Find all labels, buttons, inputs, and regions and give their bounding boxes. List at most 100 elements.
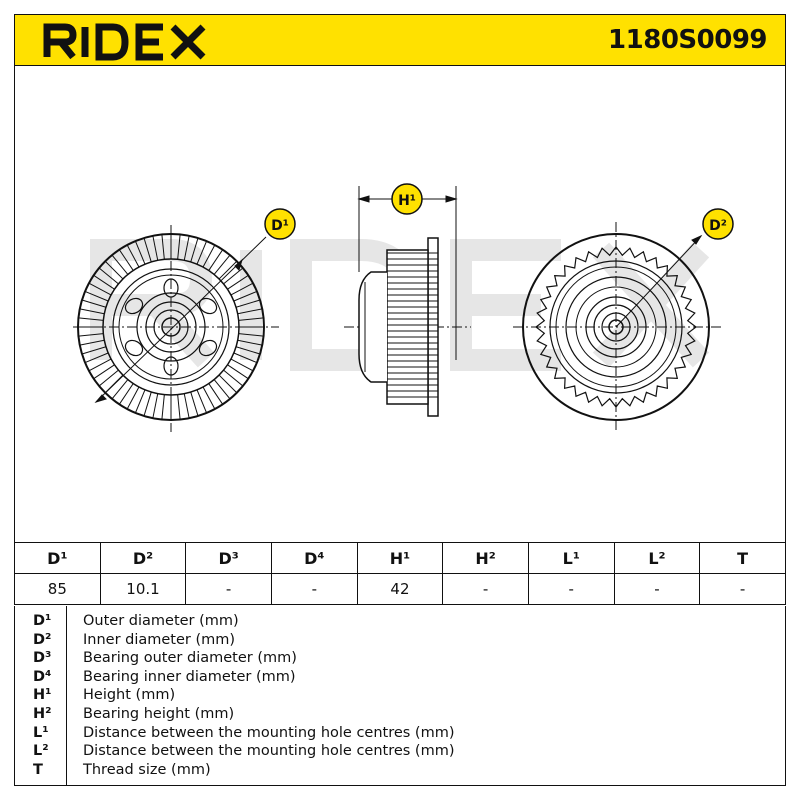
gear-tooth (88, 358, 112, 372)
legend-code: L¹ (33, 724, 49, 741)
legend: D¹ Outer diameter (mm) D² Inner diameter… (14, 606, 786, 786)
legend-description: Distance between the mounting hole centr… (83, 724, 455, 741)
gear-tooth (238, 333, 264, 337)
legend-description: Height (mm) (83, 687, 176, 704)
back-view (513, 222, 721, 432)
gear-tooth (81, 299, 107, 308)
header-cell: T (699, 542, 786, 574)
gear-tooth (93, 274, 115, 290)
gear-tooth (152, 235, 159, 261)
gear-tooth (143, 237, 152, 263)
value-cell: - (442, 573, 529, 605)
callout-d1: D¹ (264, 208, 296, 240)
gear-tooth (161, 234, 165, 260)
svg-text:D¹: D¹ (271, 218, 289, 234)
header-cell: H² (442, 542, 529, 574)
technical-drawing: D¹ H¹ D² (73, 183, 734, 432)
gear-tooth (134, 389, 146, 414)
header-cell: D⁴ (270, 542, 358, 574)
dimension-table: D¹ D² D³ D⁴ H¹ H² L¹ L² T 85 10.1 - - 42… (14, 542, 786, 605)
gear-tooth (190, 391, 199, 417)
legend-description: Outer diameter (mm) (83, 613, 239, 629)
value-cell: - (613, 573, 701, 605)
legend-item: D² Inner diameter (mm) (15, 631, 785, 650)
legend-item: H¹ Height (mm) (15, 686, 785, 705)
value-cell: - (270, 573, 358, 605)
legend-code: D¹ (33, 613, 52, 629)
callout-d2: D² (702, 208, 734, 240)
legend-description: Bearing outer diameter (mm) (83, 650, 297, 667)
drawing-area: D¹ H¹ D² (14, 66, 786, 542)
gear-tooth (227, 364, 249, 380)
gear-tooth (118, 249, 134, 271)
gear-tooth (126, 244, 140, 268)
legend-code: D⁴ (33, 668, 52, 685)
table-value-row: 85 10.1 - - 42 - - - - (14, 573, 786, 605)
legend-description: Inner diameter (mm) (83, 631, 236, 648)
legend-code: L² (33, 743, 49, 760)
gear-tooth (223, 369, 244, 387)
gear-tooth (237, 339, 263, 346)
gear-tooth (223, 267, 244, 285)
gear-tooth (88, 282, 112, 296)
gear-tooth (177, 234, 181, 260)
gear-tooth (84, 352, 109, 364)
header-cell: H¹ (356, 542, 444, 574)
gear-tooth (152, 393, 159, 419)
gear-tooth (98, 267, 119, 285)
gear-tooth (218, 260, 238, 280)
gear-tooth (233, 352, 258, 364)
gear-tooth (111, 254, 129, 275)
side-view (344, 186, 471, 417)
svg-text:H¹: H¹ (398, 193, 416, 209)
legend-code: T (33, 761, 43, 778)
gear-tooth (196, 389, 208, 414)
gear-tooth (196, 240, 208, 265)
header-cell: D³ (185, 542, 272, 574)
gear-tooth (202, 386, 216, 410)
legend-code: H¹ (33, 687, 52, 704)
gear-teeth-ring (535, 246, 697, 408)
value-cell: - (185, 573, 272, 605)
gear-tooth (218, 374, 238, 394)
gear-tooth (118, 383, 134, 405)
header-bar: 1180S0099 (14, 14, 786, 66)
gear-tooth (78, 317, 104, 321)
gear-tooth (104, 260, 124, 280)
front-view (73, 225, 279, 432)
gear-tooth (230, 358, 254, 372)
legend-divider (66, 606, 67, 785)
ridex-logo (43, 23, 206, 61)
legend-item: L² Distance between the mounting hole ce… (15, 742, 785, 761)
value-cell: - (699, 573, 786, 605)
value-cell: 85 (14, 573, 101, 605)
value-cell: - (527, 573, 615, 605)
gear-tooth (93, 364, 115, 380)
gear-tooth (111, 379, 129, 400)
gear-tooth (233, 290, 258, 302)
gear-tooth (81, 346, 107, 355)
legend-code: D² (33, 631, 52, 648)
legend-item: D⁴ Bearing inner diameter (mm) (15, 668, 785, 687)
gear-tooth (84, 290, 109, 302)
header-cell: L¹ (527, 542, 615, 574)
value-cell: 10.1 (99, 573, 187, 605)
gear-tooth (79, 339, 105, 346)
gear-tooth (235, 346, 261, 355)
gear-tooth (227, 274, 249, 290)
gear-tooth (230, 282, 254, 296)
gear-tooth (202, 244, 216, 268)
legend-code: H² (33, 706, 52, 722)
legend-description: Thread size (mm) (83, 761, 211, 778)
gear-tooth (161, 394, 165, 420)
part-number: 1180S0099 (608, 25, 767, 55)
gear-tooth (134, 240, 146, 265)
gear-tooth (143, 391, 152, 417)
gear-tooth (177, 394, 181, 420)
gear-tooth (78, 333, 104, 337)
legend-item: H² Bearing height (mm) (15, 705, 785, 724)
callout-h1: H¹ (391, 183, 423, 215)
gear-tooth (183, 393, 190, 419)
legend-item: D¹ Outer diameter (mm) (15, 612, 785, 631)
table-header-row: D¹ D² D³ D⁴ H¹ H² L¹ L² T (14, 542, 786, 574)
